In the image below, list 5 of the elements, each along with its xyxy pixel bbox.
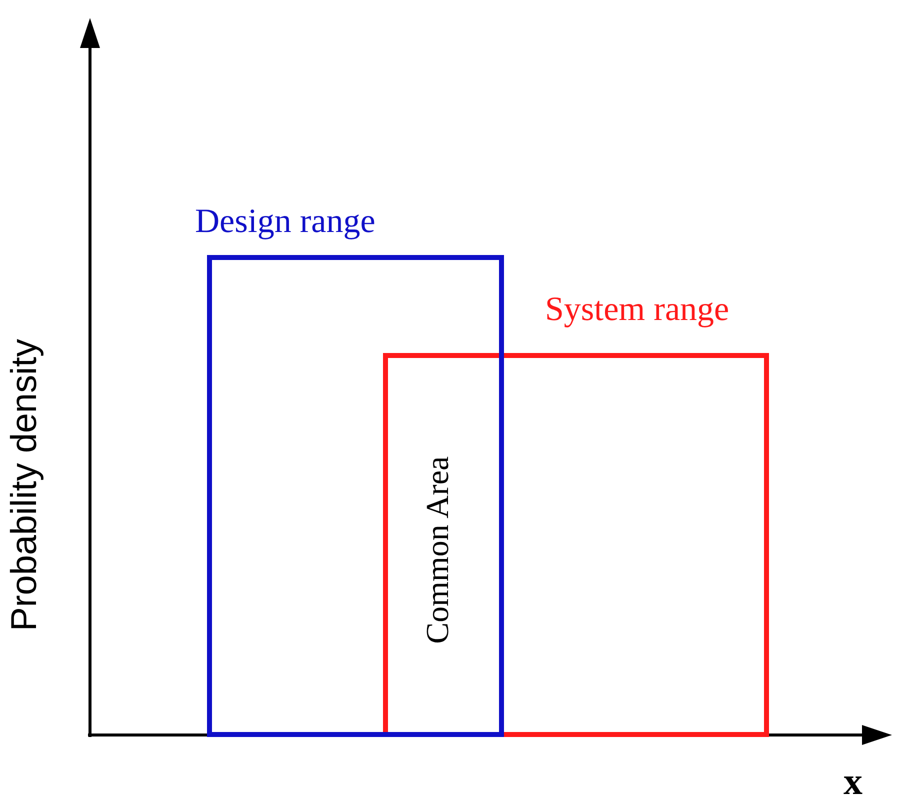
- box-title: Design range: [195, 205, 376, 239]
- region-label: Common Area: [420, 456, 453, 644]
- axis-label: x: [844, 763, 862, 801]
- axis-label: Probability density: [6, 338, 42, 632]
- box-title: System range: [545, 293, 730, 327]
